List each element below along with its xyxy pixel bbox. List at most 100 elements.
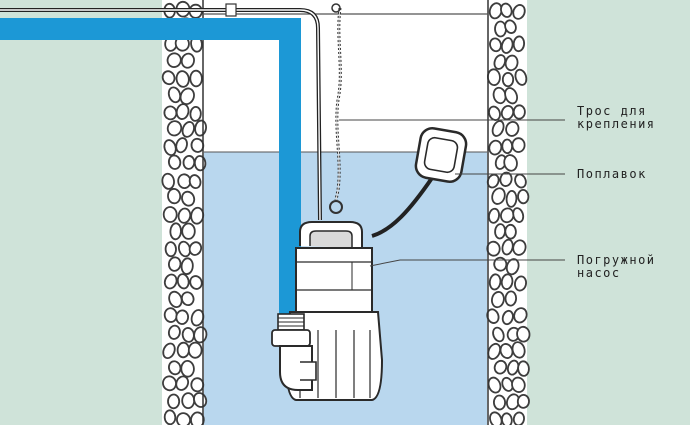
pump-label-line1: Погружной [577,253,656,267]
stone [514,275,527,292]
stone [492,394,507,411]
stone [167,86,182,104]
stone [504,87,518,105]
stone [493,359,508,375]
support-rope [329,3,343,214]
right-stone-wall [486,0,531,425]
stone [513,307,528,324]
stone [494,223,507,240]
stone [193,155,207,172]
stone [512,411,525,425]
stone [176,341,190,359]
stone [175,137,188,154]
stone [181,222,196,240]
stone [162,206,178,223]
stone [516,394,530,409]
stone [503,154,518,172]
stone [504,290,518,307]
stone [176,412,191,425]
rope-label-line1: Трос для [577,104,647,118]
stone [180,257,194,275]
stone [501,412,513,425]
stone [486,68,501,86]
stone [505,120,520,137]
stone [167,154,182,170]
stone [512,4,526,20]
float-cable [371,176,434,238]
stone [176,273,190,290]
stone [505,258,520,276]
stone [501,138,514,154]
cable-clamp [225,3,237,17]
stone [492,326,505,343]
stone [163,307,178,323]
stone [167,393,181,410]
stone [491,187,506,205]
stone [511,137,526,153]
stone [504,54,519,72]
stone [175,70,190,88]
stone [489,411,503,425]
stone [516,325,531,343]
stone [517,189,530,205]
stone [487,376,502,394]
stone [169,222,182,241]
stone [500,37,514,54]
stone [167,188,182,205]
stone [166,52,182,68]
stone [167,256,182,272]
leader-lines [339,119,565,267]
stone [488,139,503,156]
stone [175,309,190,325]
stone [500,273,514,290]
stone [188,241,203,256]
stone [504,223,517,240]
stone [161,172,175,190]
stone [175,375,190,391]
stone [162,342,176,360]
stone [512,207,525,223]
stone [487,342,502,360]
stone [177,207,192,224]
stone [163,409,177,425]
stone [500,2,513,18]
stone [187,341,203,359]
float-label: Поплавок [577,167,647,181]
stone [512,104,526,120]
stone [181,392,196,410]
stone [189,106,202,122]
rope-label-line2: крепления [577,117,656,131]
stone [493,256,508,272]
stone [500,104,515,121]
stone [175,103,190,120]
stone [163,273,178,290]
stone [180,360,195,378]
stone [189,69,203,88]
stone [188,174,202,190]
stone [167,324,181,340]
float-switch [414,127,468,183]
pump-label-line2: насос [577,266,621,280]
stone [164,241,177,258]
stone [493,54,507,70]
stone [511,341,526,359]
stone [189,275,203,290]
stone [161,70,176,86]
outlet-pipe [0,18,301,320]
stone [517,360,530,377]
stone [190,411,205,425]
stone [504,19,517,34]
stone [491,291,505,309]
stone [168,360,182,376]
stone [488,273,502,291]
stone [180,52,195,69]
stone [512,35,526,53]
stone [501,72,515,88]
stone [488,207,500,224]
stone [166,120,183,137]
stone [180,291,195,307]
stone [489,37,502,53]
stone [499,171,513,187]
